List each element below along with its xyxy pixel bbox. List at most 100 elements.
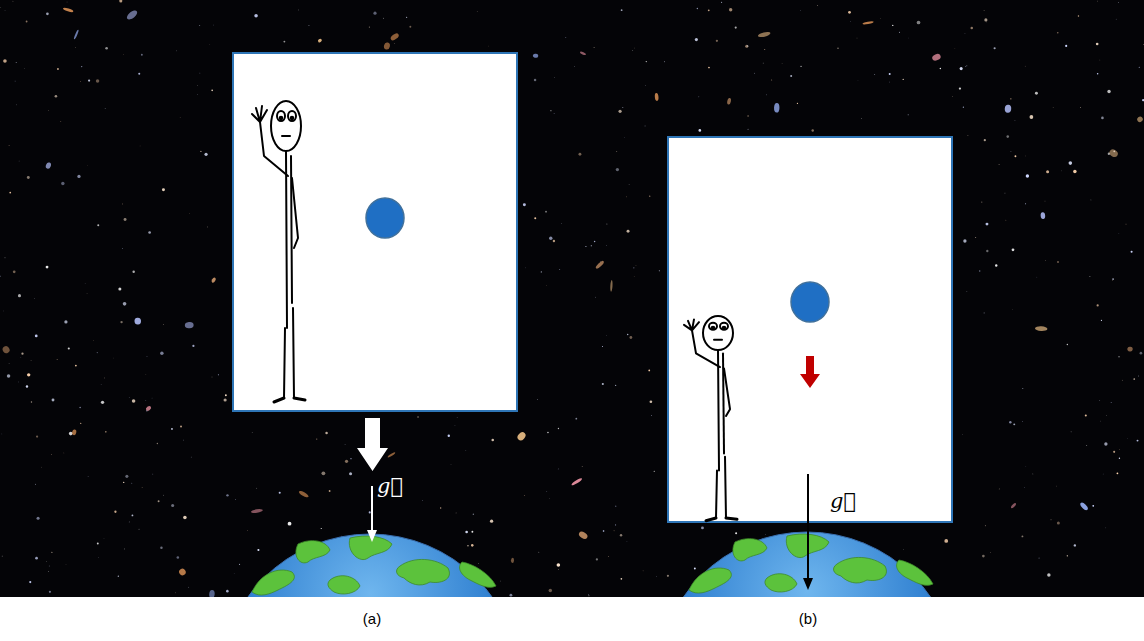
star <box>995 264 997 266</box>
star <box>123 302 127 306</box>
star <box>349 472 352 475</box>
star <box>160 547 162 549</box>
star <box>1127 438 1129 440</box>
galaxy <box>125 9 138 21</box>
star <box>998 164 1000 166</box>
star <box>35 334 38 337</box>
star <box>86 293 88 295</box>
star <box>118 576 119 577</box>
star <box>69 432 73 436</box>
galaxy <box>73 29 79 39</box>
star <box>120 321 122 323</box>
star <box>138 73 140 75</box>
galaxy <box>1136 115 1144 123</box>
star <box>233 573 235 575</box>
star <box>628 184 630 186</box>
star <box>146 356 148 358</box>
star <box>959 87 961 89</box>
star <box>197 94 199 96</box>
star <box>1118 356 1119 357</box>
star <box>908 37 910 39</box>
star <box>646 61 647 62</box>
star <box>663 61 665 63</box>
star <box>800 9 802 11</box>
star <box>857 80 859 82</box>
star <box>1046 170 1049 173</box>
star <box>986 250 988 252</box>
star <box>1022 421 1024 423</box>
star <box>369 27 370 28</box>
star <box>534 79 537 82</box>
star <box>549 236 552 239</box>
star <box>26 385 28 387</box>
star <box>192 345 194 347</box>
star <box>790 75 792 77</box>
star <box>383 17 385 19</box>
star <box>1044 200 1046 202</box>
star <box>21 353 23 355</box>
star <box>982 555 985 558</box>
star <box>781 62 783 64</box>
star <box>1012 248 1015 251</box>
star <box>1119 449 1121 451</box>
star <box>1032 473 1034 475</box>
star <box>850 21 852 23</box>
star <box>962 433 964 435</box>
star <box>944 539 948 543</box>
galaxy <box>516 431 527 442</box>
star <box>1065 45 1067 47</box>
star <box>1143 44 1144 46</box>
star <box>747 128 749 130</box>
star <box>797 103 798 104</box>
star <box>1035 92 1038 95</box>
star <box>27 373 30 376</box>
star <box>591 245 592 246</box>
star <box>1113 451 1115 453</box>
star <box>525 267 527 269</box>
gravity-label: g⃗ <box>830 490 856 513</box>
star <box>465 450 467 452</box>
galaxy <box>71 429 76 436</box>
star <box>64 320 67 323</box>
star <box>979 270 980 271</box>
star <box>1117 472 1119 474</box>
star <box>235 499 237 501</box>
star <box>546 491 548 493</box>
star <box>889 81 891 83</box>
star <box>608 556 610 558</box>
star <box>124 218 127 221</box>
star <box>561 223 563 225</box>
star <box>1024 65 1026 67</box>
star <box>960 67 963 70</box>
galaxy <box>251 508 263 513</box>
star <box>1024 487 1026 489</box>
star <box>122 203 124 205</box>
star <box>546 285 548 287</box>
star <box>1137 440 1139 442</box>
star <box>226 590 229 593</box>
star <box>615 385 616 386</box>
star <box>455 512 457 514</box>
star <box>188 586 190 588</box>
star <box>344 443 346 445</box>
star <box>128 521 130 523</box>
star <box>621 9 623 11</box>
star <box>694 568 696 570</box>
star <box>465 531 468 534</box>
star <box>104 377 106 379</box>
star <box>35 557 38 560</box>
star <box>1036 276 1038 278</box>
star <box>48 109 50 111</box>
star <box>729 8 732 11</box>
star <box>141 54 143 56</box>
star <box>984 139 986 141</box>
star <box>171 428 173 430</box>
star <box>213 24 215 26</box>
star <box>0 6 2 8</box>
star <box>1006 135 1009 138</box>
star <box>622 107 623 108</box>
star <box>247 529 249 531</box>
star <box>49 591 51 593</box>
star <box>1107 90 1110 93</box>
galaxy <box>317 38 322 43</box>
